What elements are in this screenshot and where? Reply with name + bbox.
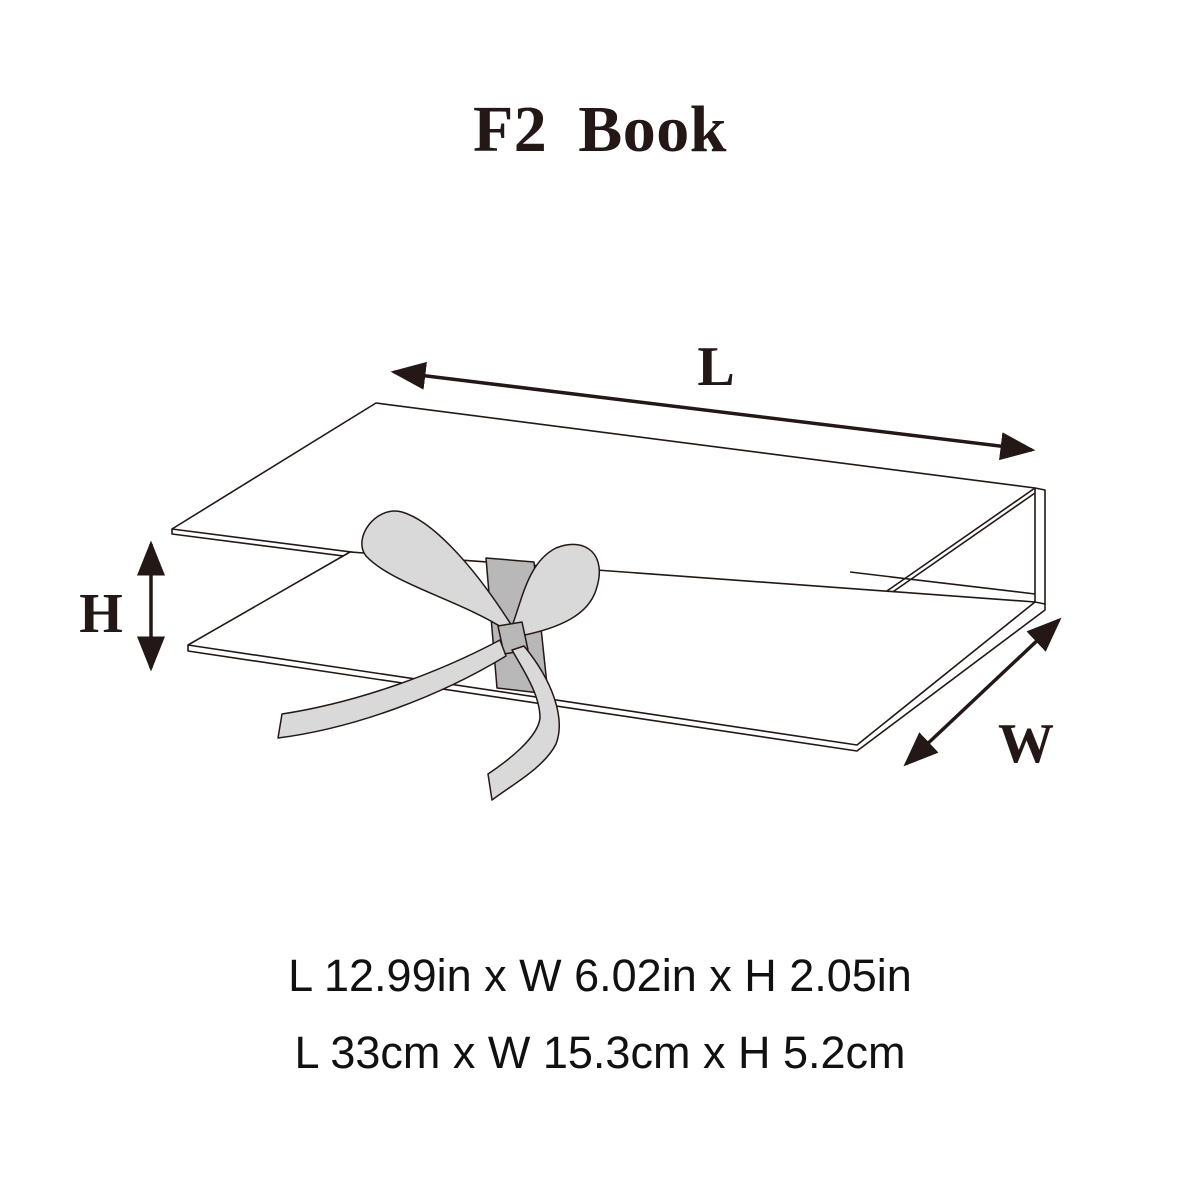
base-edge <box>187 604 1046 752</box>
ribbon-bow <box>277 510 601 801</box>
width-label: W <box>998 713 1054 775</box>
box-spine <box>1034 487 1046 605</box>
base-top-face <box>187 551 1036 746</box>
ribbon-right-tail <box>487 645 560 801</box>
spec-metric: L 33cm x W 15.3cm x H 5.2cm <box>294 1027 906 1078</box>
height-label: H <box>79 583 123 645</box>
ribbon-left-loop <box>361 510 513 631</box>
width-arrow <box>903 617 1062 767</box>
ribbon-right-loop <box>511 543 601 637</box>
spec-imperial: L 12.99in x W 6.02in x H 2.05in <box>288 950 912 1001</box>
length-label: L <box>697 336 734 398</box>
dimension-arrows <box>137 361 1062 767</box>
ribbon-left-tail <box>277 639 507 739</box>
length-arrow <box>390 361 1036 461</box>
product-title: F2 Book <box>472 93 728 166</box>
box-outline <box>171 402 1046 752</box>
